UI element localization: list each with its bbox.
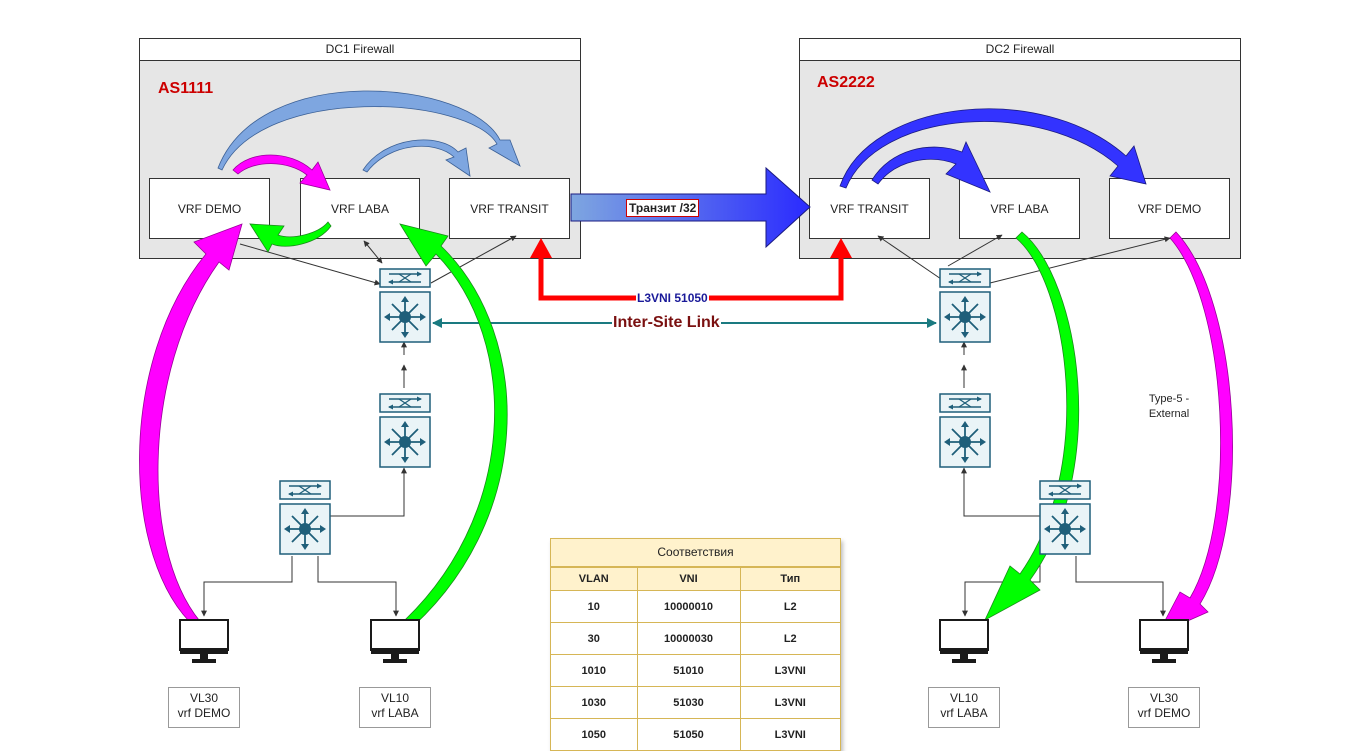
cell-vlan: 1010 [551,654,638,687]
cell-vni: 10000010 [636,590,741,623]
l3vni-label: L3VNI 51050 [636,291,709,305]
dc2-vrf-laba: VRF LABA [959,178,1080,239]
cell-vni: 51010 [636,654,741,687]
dc2-firewall-title: DC2 Firewall [800,39,1240,61]
arrow-dc2-transit-to-demo [839,108,1147,189]
dc2-access-core-icon [1039,503,1091,555]
dc1-access-switch-icon [279,480,331,500]
host4-vrf: vrf DEMO [1137,706,1191,720]
dc1-access-core-icon [279,503,331,555]
dc2-vrf-demo: VRF DEMO [1109,178,1230,239]
host4-label: VL30 vrf DEMO [1128,687,1200,728]
arrow-laba-to-demo [249,221,332,253]
inter-site-link-label: Inter-Site Link [612,314,721,332]
dc1-as-number: AS1111 [158,80,214,97]
arrow-dc2-laba-to-host [984,231,1080,621]
host1-label: VL30 vrf DEMO [168,687,240,728]
mapping-table: Соответствия VLAN VNI Тип 10 10000010 L2… [550,538,841,751]
l3vni-arrowhead-right [830,238,852,258]
host3-monitor-icon [939,619,989,664]
cell-type: L2 [739,590,840,623]
dc1-leaf-switch-icon [379,268,431,288]
cell-type: L3VNI [739,686,840,719]
table-row: 1010 51010 L3VNI [551,654,840,687]
host2-monitor-icon [370,619,420,664]
dc2-as-number: AS2222 [817,74,875,91]
dc1-vrf-demo: VRF DEMO [149,178,270,239]
host2-vrf: vrf LABA [371,706,419,720]
host1-vlan: VL30 [189,691,219,705]
table-row: 30 10000030 L2 [551,622,840,655]
dc1-spine-switch-icon [379,393,431,413]
arrow-host-vl10-to-laba [393,223,508,637]
dc2-spine-switch-icon [939,393,991,413]
cell-vlan: 10 [551,590,638,623]
arrow-demo-to-transit [217,90,521,171]
header-vlan: VLAN [551,567,638,591]
host3-vlan: VL10 [949,691,979,705]
mapping-table-title: Соответствия [551,539,840,567]
cell-vni: 51030 [636,686,741,719]
table-row: 1030 51030 L3VNI [551,686,840,719]
cell-vni: 51050 [636,718,741,750]
dc2-leaf-switch-icon [939,268,991,288]
transit-label: Транзит /32 [626,199,700,217]
host2-label: VL10 vrf LABA [359,687,431,728]
type5-label: Type-5 - External [1148,393,1190,420]
dc2-leaf-core-icon [939,291,991,343]
host1-vrf: vrf DEMO [177,706,231,720]
host4-monitor-icon [1139,619,1189,664]
l3vni-arrowhead-left [530,238,552,258]
arrow-host-vl30-to-demo [139,223,243,629]
header-type: Тип [739,567,840,591]
cell-vlan: 1030 [551,686,638,719]
cell-type: L2 [739,622,840,655]
dc1-vrf-transit: VRF TRANSIT [449,178,570,239]
mapping-table-header: VLAN VNI Тип [551,567,840,591]
dc2-spine-core-icon [939,416,991,468]
host4-vlan: VL30 [1149,691,1179,705]
host3-vrf: vrf LABA [940,706,988,720]
table-row: 1050 51050 L3VNI [551,718,840,750]
dc1-leaf-core-icon [379,291,431,343]
host3-label: VL10 vrf LABA [928,687,1000,728]
table-row: 10 10000010 L2 [551,590,840,623]
arrow-dc2-demo-to-host [1157,231,1233,635]
dc1-spine-core-icon [379,416,431,468]
cell-type: L3VNI [739,654,840,687]
arrow-demo-to-laba [232,154,331,191]
cell-type: L3VNI [739,718,840,750]
host1-monitor-icon [179,619,229,664]
dc2-vrf-transit: VRF TRANSIT [809,178,930,239]
cell-vlan: 1050 [551,718,638,750]
cell-vni: 10000030 [636,622,741,655]
dc1-firewall-title: DC1 Firewall [140,39,580,61]
header-vni: VNI [636,567,741,591]
dc2-access-switch-icon [1039,480,1091,500]
arrow-dc2-transit-to-laba [871,141,991,193]
cell-vlan: 30 [551,622,638,655]
host2-vlan: VL10 [380,691,410,705]
arrow-laba-to-transit [362,139,471,177]
